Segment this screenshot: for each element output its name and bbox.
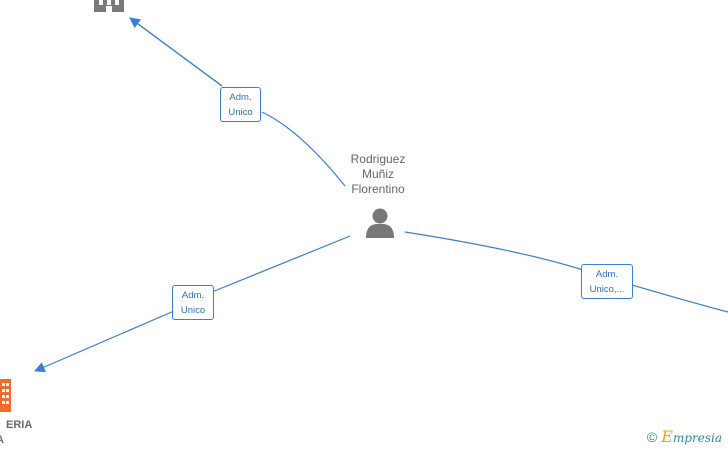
edge-line-right [404, 231, 584, 271]
person-name-line: Muñiz [361, 167, 394, 181]
brand-name: mpresia [672, 431, 722, 445]
edge-label-right[interactable]: Adm. Unico,... [581, 264, 633, 299]
person-name-line: Florentino [351, 182, 405, 196]
building-icon[interactable] [94, 0, 124, 12]
edge-arrow-left [34, 310, 175, 373]
brand-logo: Empresia [661, 427, 722, 447]
company-label-line: A [0, 433, 40, 448]
edge-label-line: Unico,... [589, 284, 625, 295]
edge-label-left[interactable]: Adm. Unico [172, 285, 214, 320]
brand-initial: E [661, 427, 673, 446]
person-name[interactable]: Rodriguez Muñiz Florentino [328, 152, 428, 197]
building-icon[interactable] [0, 379, 11, 412]
edge-arrow-top [129, 17, 223, 87]
footer-brand: © Empresia [647, 427, 722, 447]
edge-label-line: Adm. [229, 92, 252, 103]
edge-line-right-out [631, 284, 728, 313]
edge-label-line: Unico [180, 305, 206, 316]
person-name-line: Rodriguez [350, 152, 406, 166]
company-label-line: ERIA [6, 419, 33, 431]
copyright-icon: © [646, 429, 658, 445]
edge-label-line: Unico [228, 107, 253, 118]
edge-line-left [211, 235, 351, 293]
edge-label-line: Adm. [595, 269, 619, 280]
person-icon[interactable] [366, 208, 394, 239]
company-label-bottom-left[interactable]: ERIA A [0, 418, 40, 448]
edge-label-top[interactable]: Adm. Unico [220, 87, 261, 122]
edge-label-line: Adm. [181, 290, 205, 301]
